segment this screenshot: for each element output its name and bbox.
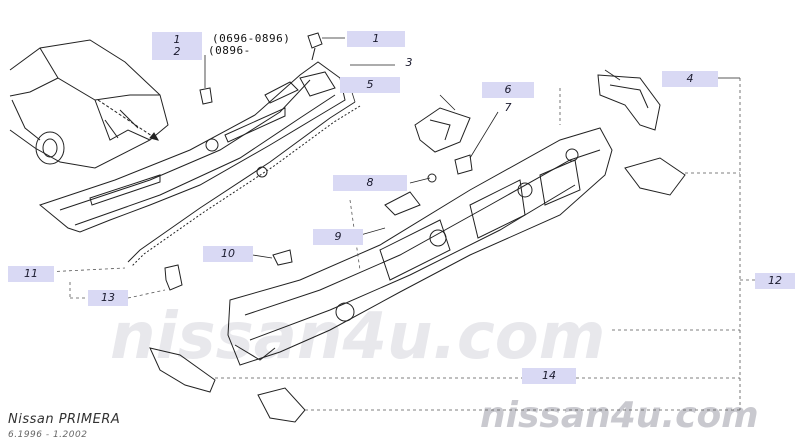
callout-2: 2 — [152, 44, 202, 60]
clip-part-10 — [272, 249, 293, 266]
corner-watermark: nissan4u.com — [480, 395, 759, 436]
callout-8: 8 — [333, 175, 407, 191]
seal-strip — [127, 101, 356, 263]
part-8 — [384, 191, 421, 216]
callout-4: 4 — [662, 71, 718, 87]
callout-7: 7 — [504, 101, 512, 114]
callout-3: 3 — [405, 56, 413, 69]
callout-14: 14 — [522, 368, 576, 384]
clip-part-1 — [307, 32, 323, 49]
callout-5: 5 — [340, 77, 400, 93]
callout-9: 9 — [313, 229, 363, 245]
bracket-part-4 — [597, 74, 661, 131]
date-range-part-2: (0896- — [208, 44, 251, 57]
center-watermark: nissan4u.com — [110, 300, 606, 374]
bracket-part-14a — [149, 347, 216, 393]
bracket-part-6 — [414, 107, 471, 153]
bracket-part-14b — [257, 387, 306, 423]
cowl-panel — [227, 127, 613, 366]
callout-10: 10 — [203, 246, 253, 262]
date-range-part-1: (0696-0896) — [212, 32, 291, 45]
clip-part-7 — [454, 154, 473, 175]
callout-1-right: 1 — [347, 31, 405, 47]
bracket-part-12a — [624, 157, 686, 196]
production-period-label: 6.1996 - 1.2002 — [8, 430, 88, 440]
callout-11: 11 — [8, 266, 54, 282]
callout-6: 6 — [482, 82, 534, 98]
car-outline — [9, 39, 169, 169]
clip-part-13 — [164, 264, 183, 291]
callout-12: 12 — [755, 273, 795, 289]
vehicle-model-label: Nissan PRIMERA — [8, 412, 121, 427]
cowl-top-grille — [38, 61, 346, 233]
callout-13: 13 — [88, 290, 128, 306]
clip-part-2 — [199, 87, 213, 105]
